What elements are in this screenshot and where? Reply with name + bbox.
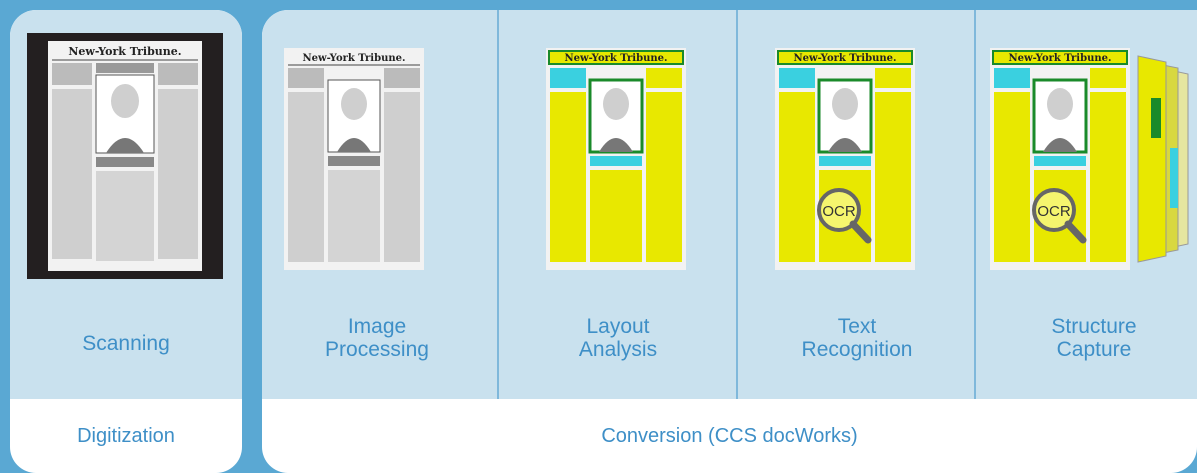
step-label-image-processing: Image Processing xyxy=(325,315,429,361)
magnifier-icon: OCR xyxy=(1032,188,1087,244)
step-divider xyxy=(736,10,738,399)
conversion-panel: New-York Tribune. Image Processing xyxy=(262,10,1197,473)
layout-analysis-page-image: New-York Tribune. xyxy=(546,48,686,270)
phase-label-digitization: Digitization xyxy=(77,424,175,447)
ocr-label: OCR xyxy=(1037,203,1071,220)
masthead-text: New-York Tribune. xyxy=(303,53,406,64)
text-recognition-page-image: New-York Tribune. OCR xyxy=(775,48,915,270)
masthead-text: New-York Tribune. xyxy=(68,45,181,58)
masthead-text: New-York Tribune. xyxy=(794,53,897,64)
step-label-layout-analysis: Layout Analysis xyxy=(578,315,658,361)
conversion-steps: New-York Tribune. Image Processing xyxy=(262,10,1197,399)
step-label-text-recognition: Text Recognition xyxy=(801,315,913,361)
scanned-page-image: New-York Tribune. xyxy=(27,33,223,279)
processed-page-image: New-York Tribune. xyxy=(284,48,424,270)
structure-capture-page-stack: New-York Tribune. OCR xyxy=(990,48,1195,270)
ocr-label: OCR xyxy=(822,203,856,220)
step-label-scanning: Scanning xyxy=(82,332,170,355)
masthead-text: New-York Tribune. xyxy=(1009,53,1112,64)
step-divider xyxy=(497,10,499,399)
stacked-pages xyxy=(1137,55,1189,263)
masthead-text: New-York Tribune. xyxy=(565,53,668,64)
magnifier-icon: OCR xyxy=(817,188,872,244)
scanning-step: New-York Tribune. Scanning xyxy=(10,10,242,399)
digitization-panel: New-York Tribune. Scanning Digitizati xyxy=(10,10,242,473)
step-divider xyxy=(974,10,976,399)
step-label-structure-capture: Structure Capture xyxy=(1051,315,1137,361)
phase-label-conversion: Conversion (CCS docWorks) xyxy=(601,424,858,447)
